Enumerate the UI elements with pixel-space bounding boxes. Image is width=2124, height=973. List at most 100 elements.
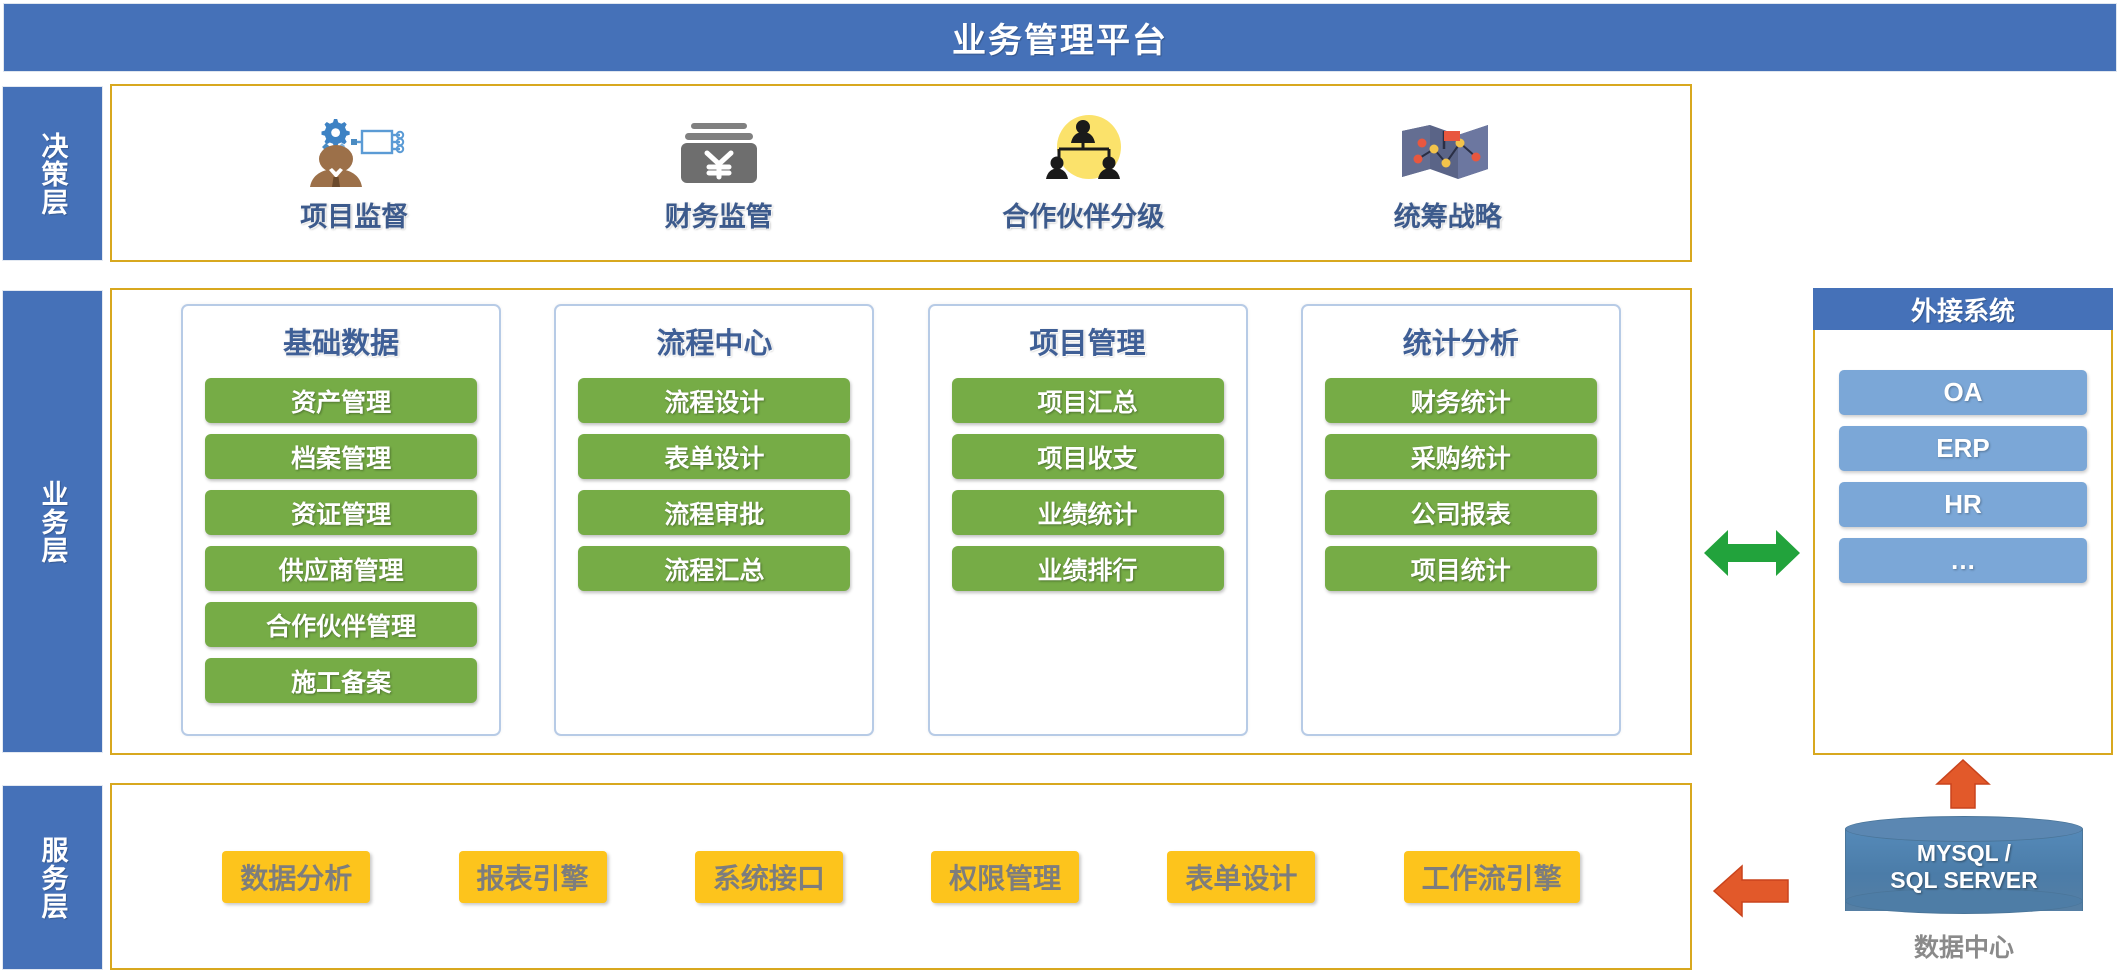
business-module-label: 财务统计 (1410, 388, 1511, 417)
business-module-label: 业绩排行 (1037, 556, 1138, 585)
layer-label-business-text: 业务层 (37, 479, 68, 564)
business-column-title: 基础数据 (283, 328, 400, 360)
external-systems-panel: OA ERP HR … (1813, 330, 2113, 755)
business-module-button[interactable]: 流程设计 (578, 378, 851, 423)
double-arrow-green-icon (1702, 522, 1802, 584)
external-system-label: HR (1944, 489, 1982, 519)
business-module-button[interactable]: 财务统计 (1324, 378, 1597, 423)
business-module-button[interactable]: 资证管理 (205, 490, 478, 535)
database-cylinder: MYSQL / SQL SERVER (1845, 816, 2083, 924)
business-module-button[interactable]: 采购统计 (1324, 434, 1597, 479)
service-module-button[interactable]: 报表引擎 (458, 850, 607, 903)
business-module-label: 流程汇总 (664, 556, 765, 585)
business-module-button[interactable]: 合作伙伴管理 (205, 602, 478, 647)
external-system-hr[interactable]: HR (1839, 482, 2087, 527)
page-title: 业务管理平台 (952, 22, 1168, 60)
service-module-label: 报表引擎 (476, 862, 589, 894)
business-module-label: 流程审批 (664, 500, 765, 529)
decision-item-partner-grading[interactable]: 合作伙伴分级 (968, 113, 1198, 234)
decision-item-label: 统筹战略 (1393, 201, 1502, 232)
business-module-button[interactable]: 项目统计 (1324, 546, 1597, 591)
decision-item-project-supervision[interactable]: 项目监督 (239, 113, 469, 234)
external-system-label: OA (1943, 377, 1983, 407)
service-layer-panel: 数据分析 报表引擎 系统接口 权限管理 表单设计 工作流引擎 (110, 783, 1692, 970)
business-column-statistics: 统计分析 财务统计 采购统计 公司报表 项目统计 (1300, 304, 1621, 736)
business-module-label: 项目汇总 (1037, 388, 1138, 417)
business-column-project-management: 项目管理 项目汇总 项目收支 业绩统计 业绩排行 (927, 304, 1248, 736)
business-module-label: 表单设计 (664, 444, 765, 473)
decision-item-strategy[interactable]: 统筹战略 (1333, 113, 1563, 234)
business-module-label: 公司报表 (1410, 500, 1511, 529)
service-module-label: 工作流引擎 (1421, 862, 1562, 894)
business-layer-panel: 基础数据 资产管理 档案管理 资证管理 供应商管理 合作伙伴管理 施工备案 流程… (110, 288, 1692, 755)
business-module-label: 合作伙伴管理 (266, 612, 417, 641)
business-module-label: 施工备案 (291, 668, 392, 697)
business-module-label: 采购统计 (1410, 444, 1511, 473)
business-module-button[interactable]: 档案管理 (205, 434, 478, 479)
service-module-label: 数据分析 (240, 862, 353, 894)
decision-item-label: 财务监管 (664, 201, 773, 232)
business-module-button[interactable]: 公司报表 (1324, 490, 1597, 535)
business-module-label: 项目统计 (1410, 556, 1511, 585)
service-module-button[interactable]: 数据分析 (222, 850, 371, 903)
business-module-label: 业绩统计 (1037, 500, 1138, 529)
layer-label-decision-text: 决策层 (37, 131, 68, 216)
business-column-process-center: 流程中心 流程设计 表单设计 流程审批 流程汇总 (554, 304, 875, 736)
business-module-label: 资证管理 (291, 500, 392, 529)
business-column-title: 统计分析 (1402, 328, 1519, 360)
external-system-label: … (1950, 545, 1976, 575)
business-module-label: 档案管理 (291, 444, 392, 473)
database-label-line1: MYSQL / (1916, 840, 2012, 866)
business-module-button[interactable]: 流程汇总 (578, 546, 851, 591)
business-module-button[interactable]: 表单设计 (578, 434, 851, 479)
database-label: MYSQL / SQL SERVER (1845, 840, 2083, 894)
business-module-button[interactable]: 项目汇总 (951, 378, 1224, 423)
external-systems-title: 外接系统 (1910, 295, 2015, 326)
layer-label-service-text: 服务层 (37, 835, 68, 920)
decision-item-label: 项目监督 (300, 201, 409, 232)
decision-items-row: 项目监督 (112, 86, 1690, 260)
business-module-button[interactable]: 供应商管理 (205, 546, 478, 591)
service-module-label: 系统接口 (712, 862, 825, 894)
business-module-label: 资产管理 (291, 388, 392, 417)
service-module-button[interactable]: 表单设计 (1167, 850, 1316, 903)
service-items-row: 数据分析 报表引擎 系统接口 权限管理 表单设计 工作流引擎 (112, 785, 1690, 968)
service-module-button[interactable]: 系统接口 (694, 850, 843, 903)
money-yuan-icon (659, 113, 779, 187)
arrow-left-orange-icon (1712, 862, 1790, 920)
decision-layer-panel: 项目监督 (110, 84, 1692, 262)
layer-label-business: 业务层 (2, 290, 103, 753)
service-module-button[interactable]: 权限管理 (931, 850, 1080, 903)
business-module-button[interactable]: 业绩排行 (951, 546, 1224, 591)
business-column-title: 流程中心 (656, 328, 773, 360)
supervisor-gear-icon (294, 113, 414, 187)
database-top-ellipse (1845, 816, 2083, 842)
external-system-label: ERP (1936, 433, 1990, 463)
business-column-title: 项目管理 (1029, 328, 1146, 360)
platform-title-bar: 业务管理平台 (3, 3, 2117, 72)
business-module-label: 供应商管理 (278, 556, 404, 585)
business-module-button[interactable]: 项目收支 (951, 434, 1224, 479)
business-module-label: 项目收支 (1037, 444, 1138, 473)
database-bottom-ellipse (1845, 888, 2083, 914)
layer-label-service: 服务层 (2, 785, 103, 970)
external-system-oa[interactable]: OA (1839, 370, 2087, 415)
service-module-button[interactable]: 工作流引擎 (1403, 850, 1580, 903)
external-systems-header: 外接系统 (1813, 288, 2113, 330)
decision-item-finance-supervision[interactable]: 财务监管 (604, 113, 834, 234)
business-module-button[interactable]: 资产管理 (205, 378, 478, 423)
business-module-button[interactable]: 施工备案 (205, 658, 478, 703)
service-module-label: 表单设计 (1185, 862, 1298, 894)
database-label-line2: SQL SERVER (1890, 867, 2038, 894)
business-module-label: 流程设计 (664, 388, 765, 417)
business-columns-row: 基础数据 资产管理 档案管理 资证管理 供应商管理 合作伙伴管理 施工备案 流程… (112, 290, 1690, 753)
external-system-more[interactable]: … (1839, 538, 2087, 583)
decision-item-label: 合作伙伴分级 (1002, 201, 1165, 232)
external-system-erp[interactable]: ERP (1839, 426, 2087, 471)
service-module-label: 权限管理 (949, 862, 1062, 894)
business-module-button[interactable]: 业绩统计 (951, 490, 1224, 535)
arrow-up-orange-icon (1935, 758, 1991, 810)
data-center-caption: 数据中心 (1913, 934, 2014, 962)
business-module-button[interactable]: 流程审批 (578, 490, 851, 535)
